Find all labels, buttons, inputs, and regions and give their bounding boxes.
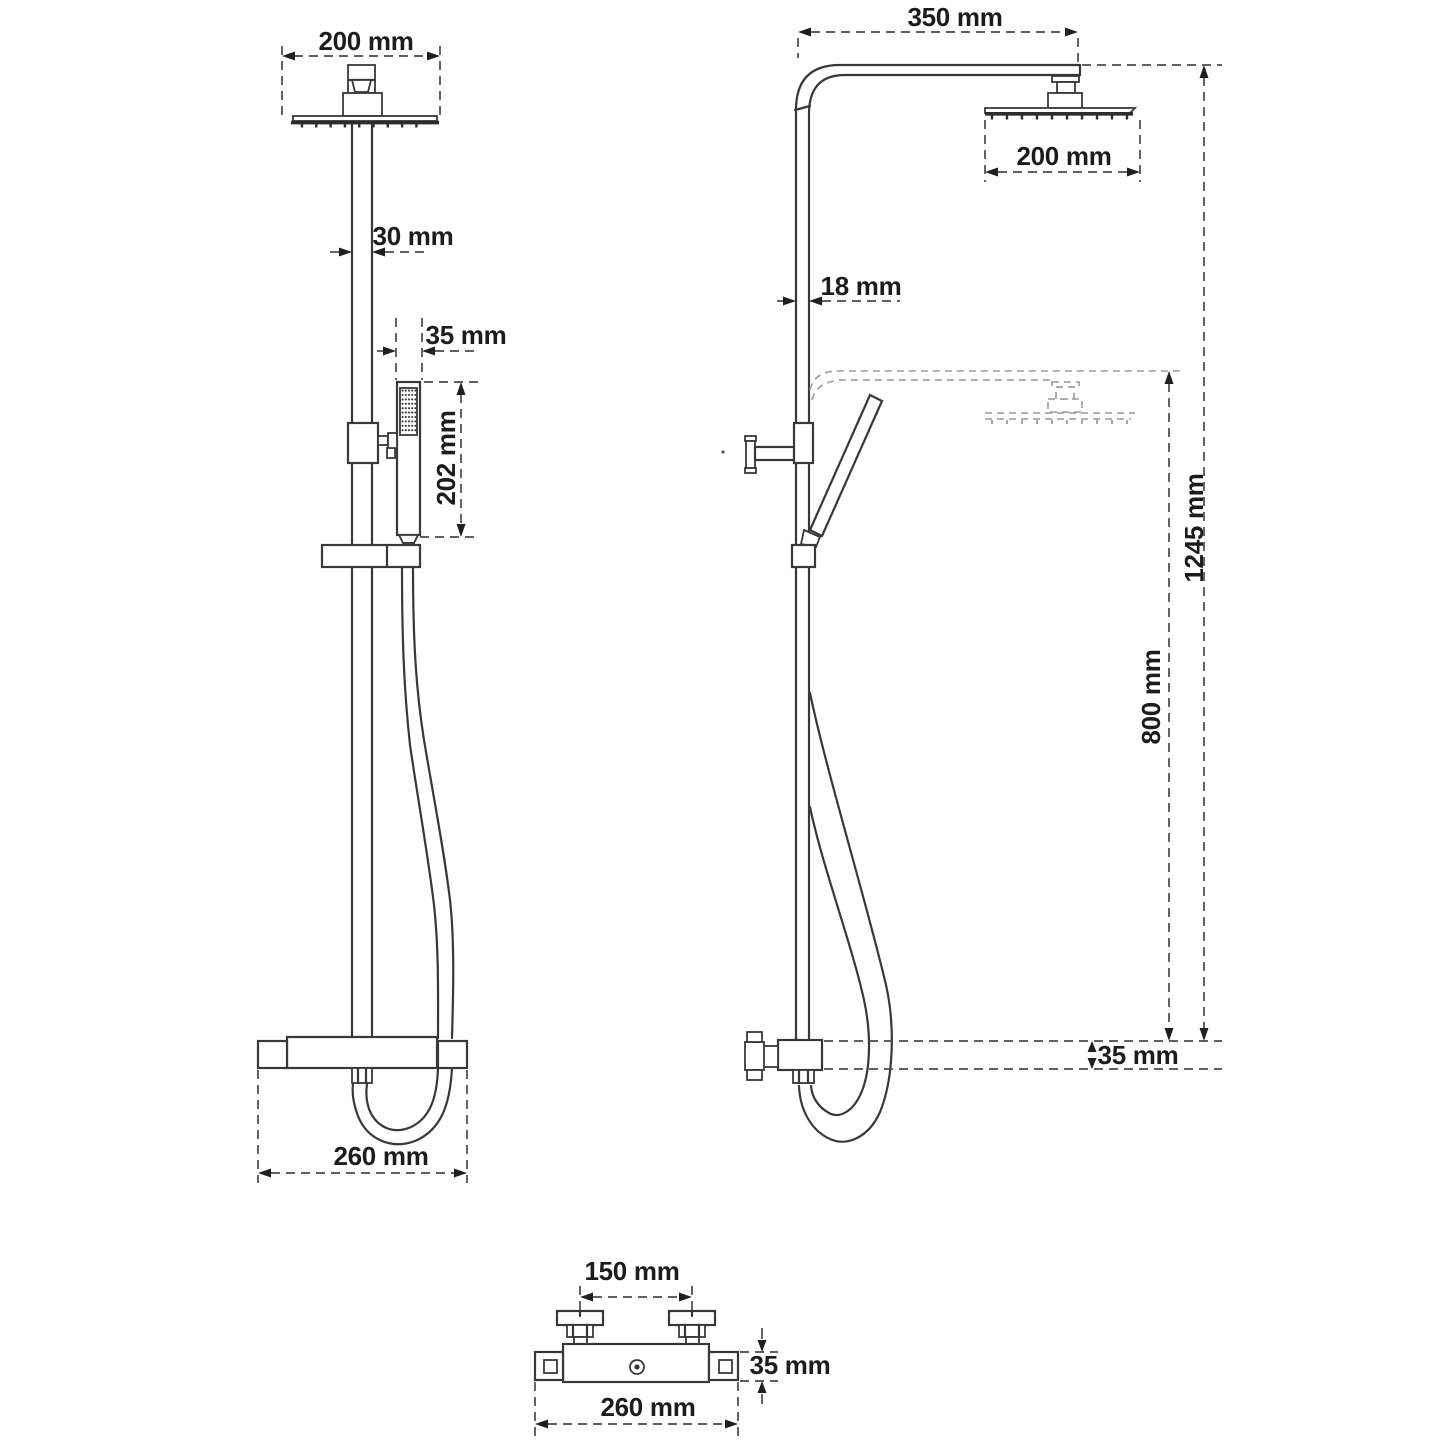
dim-side-valve-height [824,1040,1222,1070]
label-top-body-width: 260 mm [600,1392,696,1422]
dim-side-pipe-width [777,296,900,306]
side-ghost-arm-icon [809,370,1180,424]
label-top-handle-spacing: 150 mm [584,1256,680,1286]
side-riser-pipe-icon [793,63,1082,1042]
spray-face-dots-icon [401,389,417,432]
label-side-pipe-width: 18 mm [820,271,902,301]
front-shower-hose-icon [351,565,455,1146]
dim-top-handle-spacing [579,1286,693,1317]
label-side-arm-reach: 350 mm [907,2,1003,32]
label-side-valve-height: 35 mm [1097,1040,1179,1070]
label-front-handset-width: 35 mm [425,320,507,350]
side-hand-shower-icon [790,393,884,569]
dim-top-body-width [534,1382,739,1437]
top-left-handle-icon [555,1309,605,1346]
dim-front-pipe-width [330,247,428,257]
dim-front-handset-length [420,381,478,538]
dim-front-handset-width [377,318,478,380]
label-side-head-width: 200 mm [1016,141,1112,171]
front-riser-pipe-icon [350,120,374,1040]
dim-side-arm-reach [797,27,1079,62]
side-wall-bracket-icon [721,421,815,474]
top-right-handle-icon [667,1309,717,1346]
side-mixer-valve-icon [744,1031,824,1085]
dim-side-lower-height [1164,371,1174,1041]
label-top-body-depth: 35 mm [749,1350,831,1380]
front-view [256,46,478,1183]
valve-top-view [533,1286,778,1437]
side-view [721,27,1222,1143]
dim-top-body-depth [740,1328,778,1404]
side-rain-head-icon [984,75,1138,120]
dim-front-head-width [281,46,441,116]
side-nozzle-ticks-icon [990,115,1129,120]
front-hand-shower-icon [395,380,422,551]
front-mixer-valve-icon [256,1035,469,1085]
label-front-head-width: 200 mm [318,26,414,56]
dim-side-head-width [984,120,1141,182]
dim-side-overall-height [1082,64,1222,1041]
ghost-nozzle-ticks-icon [991,420,1128,424]
side-shower-hose-icon [797,691,893,1143]
label-side-lower-height: 800 mm [1136,649,1166,745]
label-front-pipe-width: 30 mm [372,221,454,251]
front-slide-bracket-icon [320,543,422,569]
label-front-valve-width: 260 mm [333,1141,429,1171]
front-rain-head-icon [291,64,439,128]
front-slider-clamp-icon [346,421,398,465]
label-side-overall-height: 1245 mm [1179,473,1209,583]
top-valve-body-icon [533,1342,740,1384]
dim-front-valve-width [257,1070,468,1183]
label-front-handset-length: 202 mm [431,410,461,506]
front-nozzle-ticks-icon [300,123,418,128]
